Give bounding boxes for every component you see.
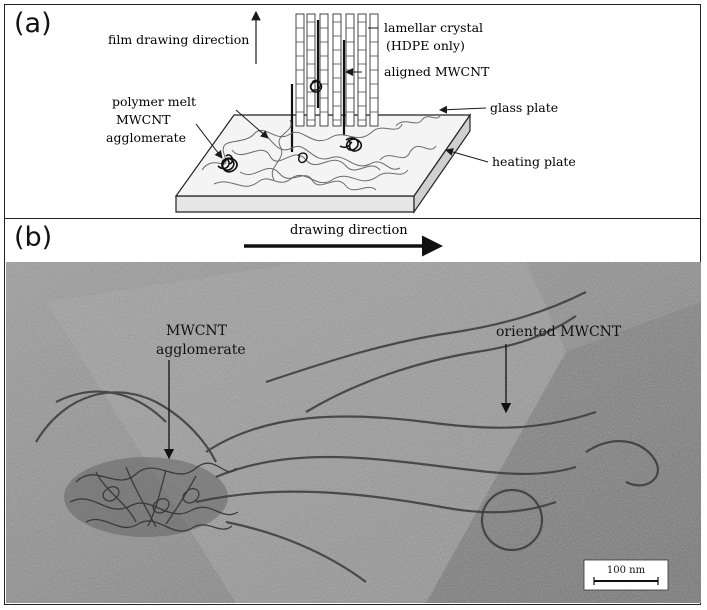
small-tangle-top [309,79,323,93]
label-b-agglomerate: agglomerate [156,342,246,358]
leader-glass-plate [439,105,487,114]
scale-bar-label: 100 nm [607,565,646,576]
lamellae-lines [296,21,378,121]
panel-a-label: (a) [14,8,52,39]
leader-mwcnt-agglomerate [195,123,223,159]
label-hdpe-only: (HDPE only) [386,38,465,53]
label-lamellar-crystal: lamellar crystal [384,20,483,35]
leader-polymer-melt [235,109,269,139]
panel-divider [4,218,701,219]
oriented-mwcnt-tubes [35,291,659,583]
micrograph-grain [6,262,701,603]
label-oriented-mwcnt: oriented MWCNT [496,324,622,340]
mwcnt-agglomerate-left [217,154,238,173]
label-heating-plate: heating plate [492,154,576,169]
label-drawing-direction: drawing direction [290,223,408,238]
leader-heating-plate [445,148,489,163]
scale-bar-box [583,559,669,591]
lamellar-crystal [295,13,379,127]
label-agglomerate: agglomerate [106,130,186,145]
panel-b-label: (b) [14,222,53,253]
label-film-drawing-direction: film drawing direction [108,32,249,47]
label-b-mwcnt: MWCNT [166,323,228,339]
label-polymer-melt: polymer melt [112,94,196,109]
label-glass-plate: glass plate [490,100,558,115]
tem-micrograph: MWCNT agglomerate oriented MWCNT 100 nm [6,262,701,603]
panel-a-diagram: film drawing direction lamellar crystal … [106,10,576,214]
panel-b-header: drawing direction [244,223,443,257]
polymer-melt [201,115,441,191]
aligned-mwcnt [290,20,346,152]
heating-plate-side-front [175,195,415,213]
mwcnt-agglomerate-right [339,137,363,152]
mwcnt-agglomerate-cluster [64,457,239,537]
mwcnt-agglomerate-center [297,152,308,164]
glass-plate-top [174,114,472,197]
label-aligned-mwcnt: aligned MWCNT [384,64,490,79]
label-mwcnt: MWCNT [116,112,171,127]
mwcnt-ring [480,488,544,552]
